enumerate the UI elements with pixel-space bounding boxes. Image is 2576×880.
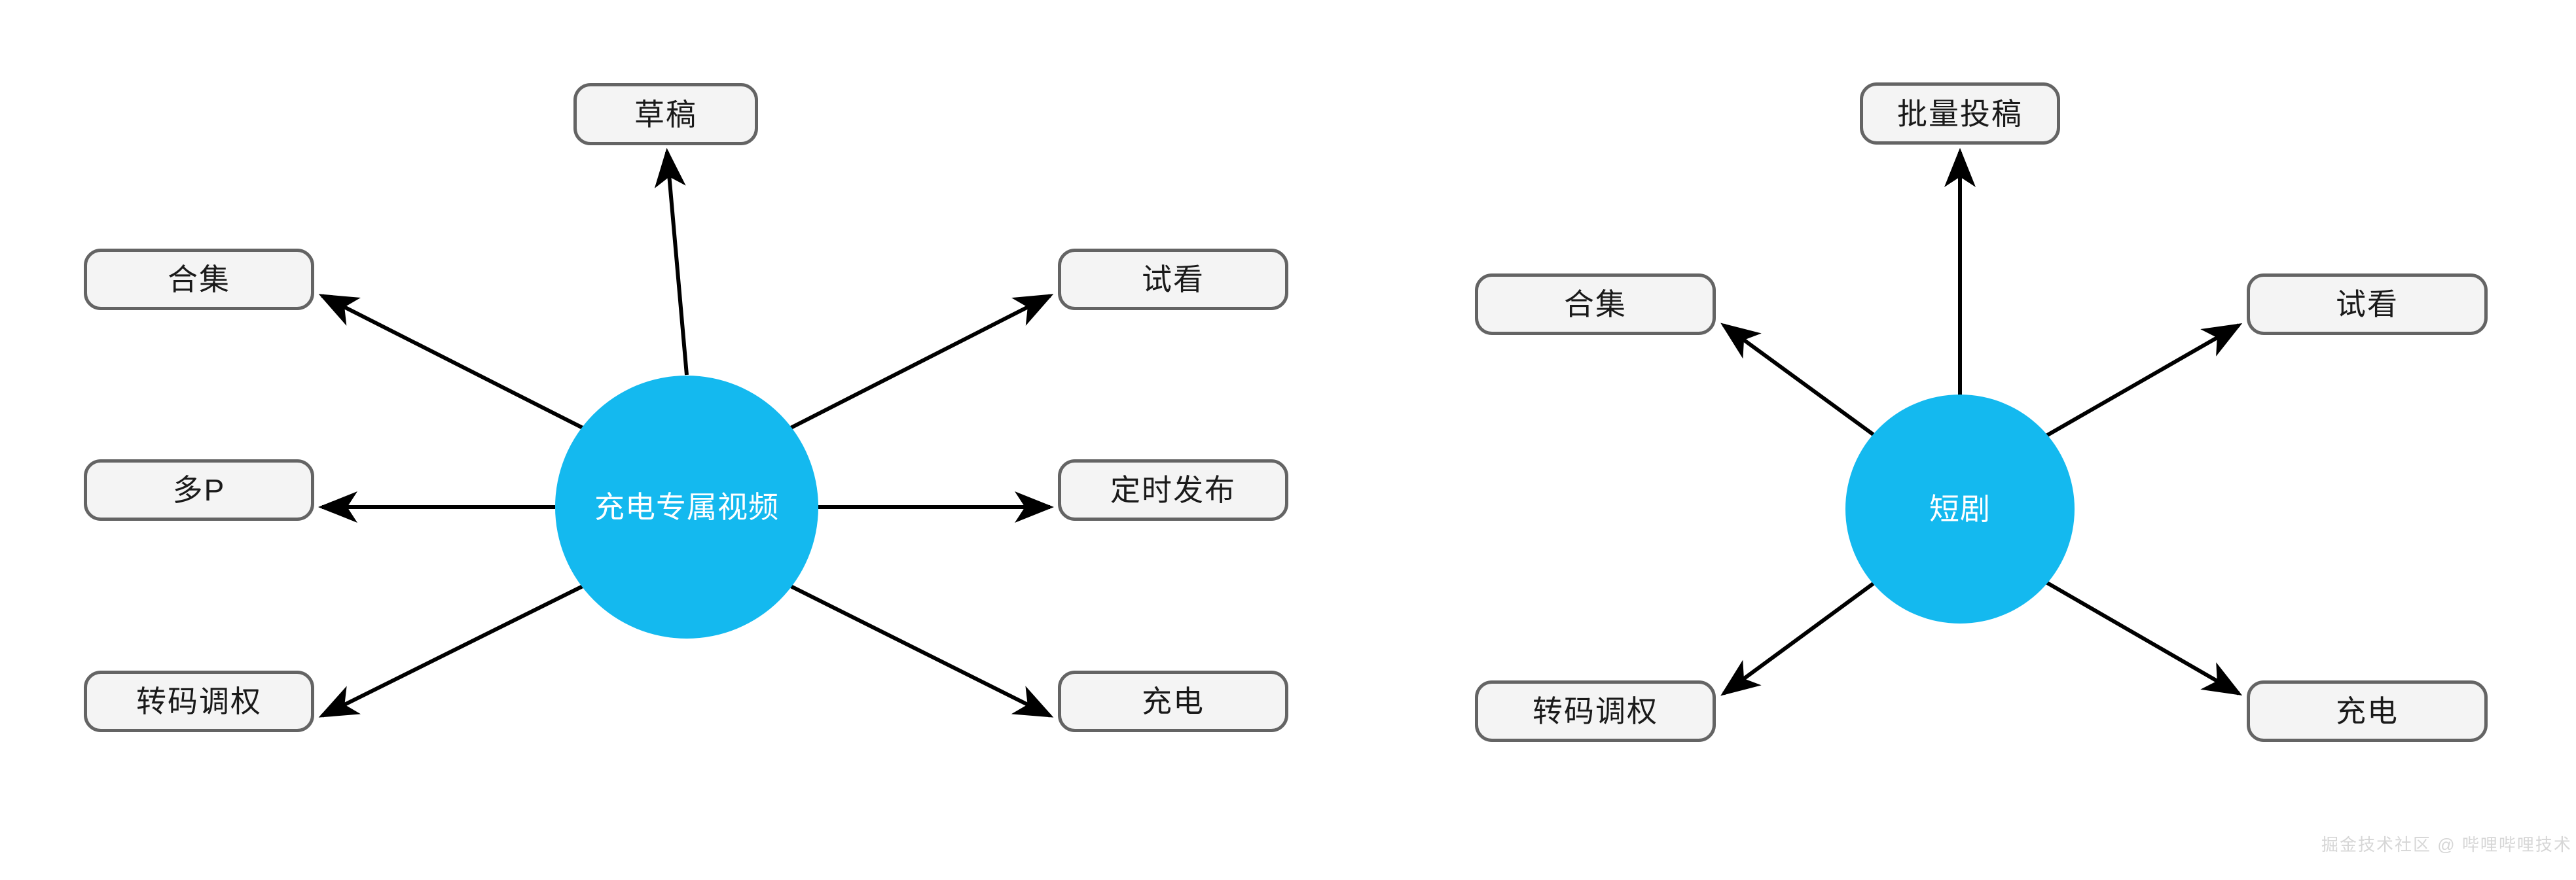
node-charging-exclusive-video-multi-part[interactable]: 多P (84, 459, 314, 521)
node-charging-exclusive-video-transcode-weight[interactable]: 转码调权 (84, 671, 314, 732)
node-short-drama-transcode-weight[interactable]: 转码调权 (1475, 680, 1716, 742)
node-charging-exclusive-video-timed-publish[interactable]: 定时发布 (1058, 459, 1288, 521)
edge-arrow-short-drama-collection (1720, 323, 1881, 441)
edge-arrow-charging-exclusive-video-transcode-weight (318, 580, 592, 718)
edge-arrow-short-drama-charge (2039, 577, 2243, 696)
node-charging-exclusive-video-draft[interactable]: 草稿 (573, 83, 758, 145)
watermark: 掘金技术社区 @ 哔哩哔哩技术 (2321, 835, 2572, 854)
node-charging-exclusive-video-collection[interactable]: 合集 (84, 249, 314, 310)
node-short-drama-collection[interactable]: 合集 (1475, 273, 1716, 335)
edge-arrow-short-drama-transcode-weight (1720, 577, 1881, 696)
edge-arrow-charging-exclusive-video-draft (654, 148, 689, 376)
edge-arrow-charging-exclusive-video-collection (318, 294, 592, 434)
node-short-drama-charge[interactable]: 充电 (2247, 680, 2488, 742)
edge-arrow-short-drama-preview (2039, 323, 2243, 441)
node-short-drama-batch-submit[interactable]: 批量投稿 (1860, 82, 2060, 145)
node-charging-exclusive-video-preview[interactable]: 试看 (1058, 249, 1288, 310)
hub-node-short-drama[interactable]: 短剧 (1845, 395, 2075, 624)
edge-arrow-charging-exclusive-video-preview (782, 294, 1054, 434)
edge-arrow-charging-exclusive-video-charge (782, 580, 1054, 718)
node-charging-exclusive-video-charge[interactable]: 充电 (1058, 671, 1288, 732)
node-short-drama-preview[interactable]: 试看 (2247, 273, 2488, 335)
hub-node-charging-exclusive-video[interactable]: 充电专属视频 (555, 376, 818, 639)
